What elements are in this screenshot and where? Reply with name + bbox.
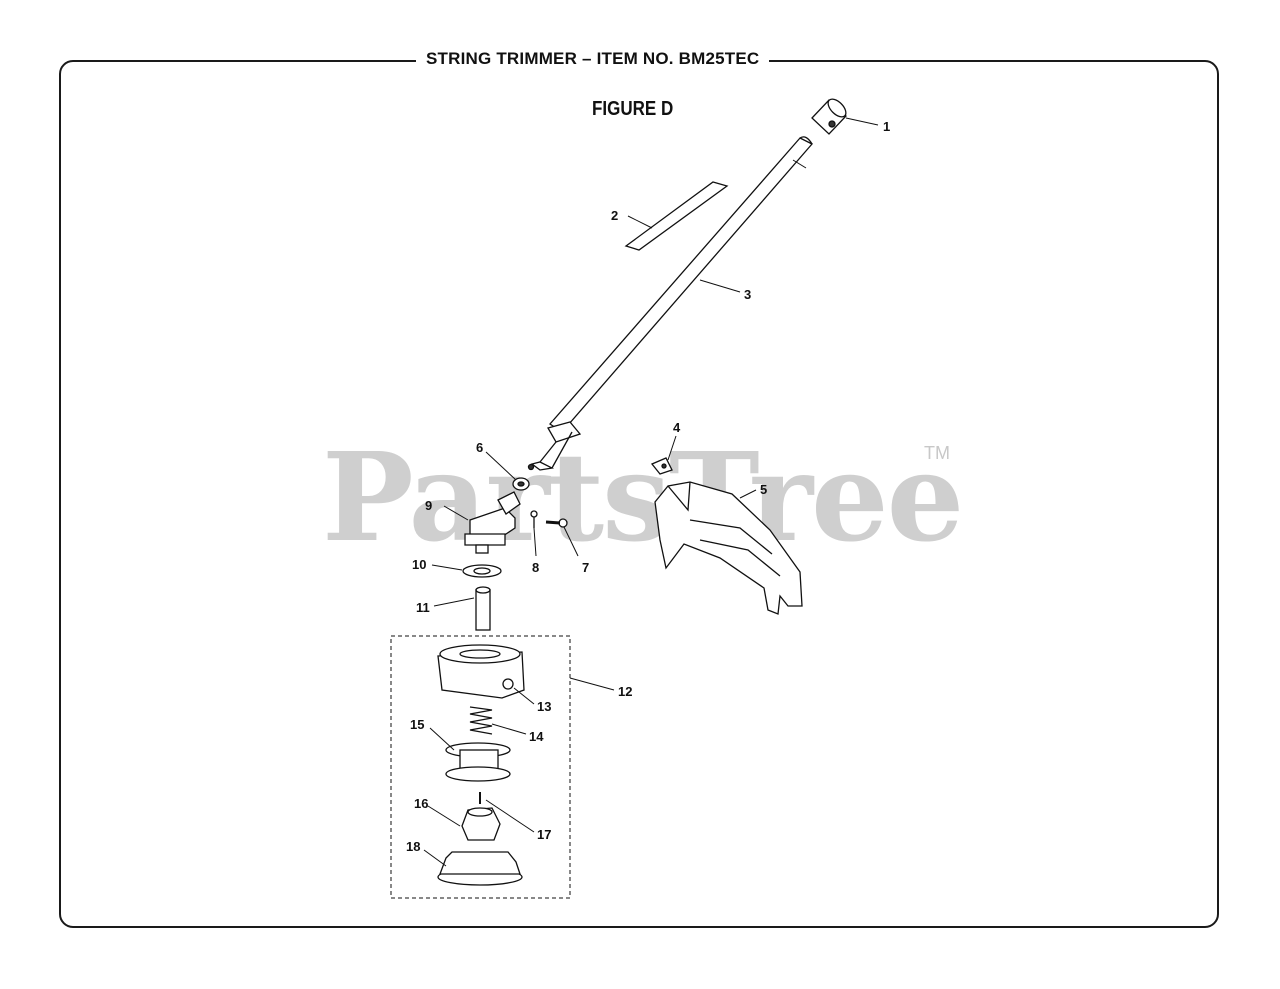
leader-lines <box>423 117 879 867</box>
part-6-bushing[interactable] <box>512 477 530 491</box>
callout-11: 11 <box>416 600 430 615</box>
callout-2: 2 <box>611 208 618 223</box>
part-14-spring[interactable] <box>469 706 493 735</box>
callout-6: 6 <box>476 440 483 455</box>
part-10-washer[interactable] <box>462 564 502 578</box>
callout-18: 18 <box>406 839 420 854</box>
callout-4: 4 <box>673 420 681 435</box>
part-1-coupler[interactable] <box>811 96 849 135</box>
watermark: PartsTree <box>322 425 964 569</box>
callout-15: 15 <box>410 717 424 732</box>
callout-13: 13 <box>537 699 551 714</box>
callout-10: 10 <box>412 557 426 572</box>
part-16-insert[interactable] <box>461 807 501 841</box>
callout-3: 3 <box>744 287 751 302</box>
part-15-spool[interactable] <box>445 742 511 782</box>
callout-14: 14 <box>529 729 544 744</box>
callout-9: 9 <box>425 498 432 513</box>
part-18-base-cover[interactable] <box>437 851 523 886</box>
part-11-adapter[interactable] <box>475 586 491 631</box>
part-5-guard[interactable] <box>654 481 803 615</box>
part-13-housing[interactable] <box>437 644 525 699</box>
part-2-label[interactable] <box>624 181 729 251</box>
callout-5: 5 <box>760 482 767 497</box>
callout-12: 12 <box>618 684 632 699</box>
callout-8: 8 <box>532 560 539 575</box>
part-12-trimmer-head-group[interactable] <box>390 635 571 899</box>
part-3-shaft[interactable] <box>527 136 814 471</box>
callout-17: 17 <box>537 827 551 842</box>
part-4-wing-nut[interactable] <box>650 457 673 475</box>
callout-1: 1 <box>883 119 890 134</box>
callout-7: 7 <box>582 560 589 575</box>
callout-16: 16 <box>414 796 428 811</box>
part-8-screw[interactable] <box>530 510 538 528</box>
part-9-gear-head[interactable] <box>464 491 521 554</box>
watermark-trademark: TM <box>924 443 950 463</box>
figure-label: FIGURE D <box>592 98 674 120</box>
page-title: STRING TRIMMER – ITEM NO. BM25TEC <box>416 49 770 69</box>
part-7-bolt[interactable] <box>545 518 568 528</box>
